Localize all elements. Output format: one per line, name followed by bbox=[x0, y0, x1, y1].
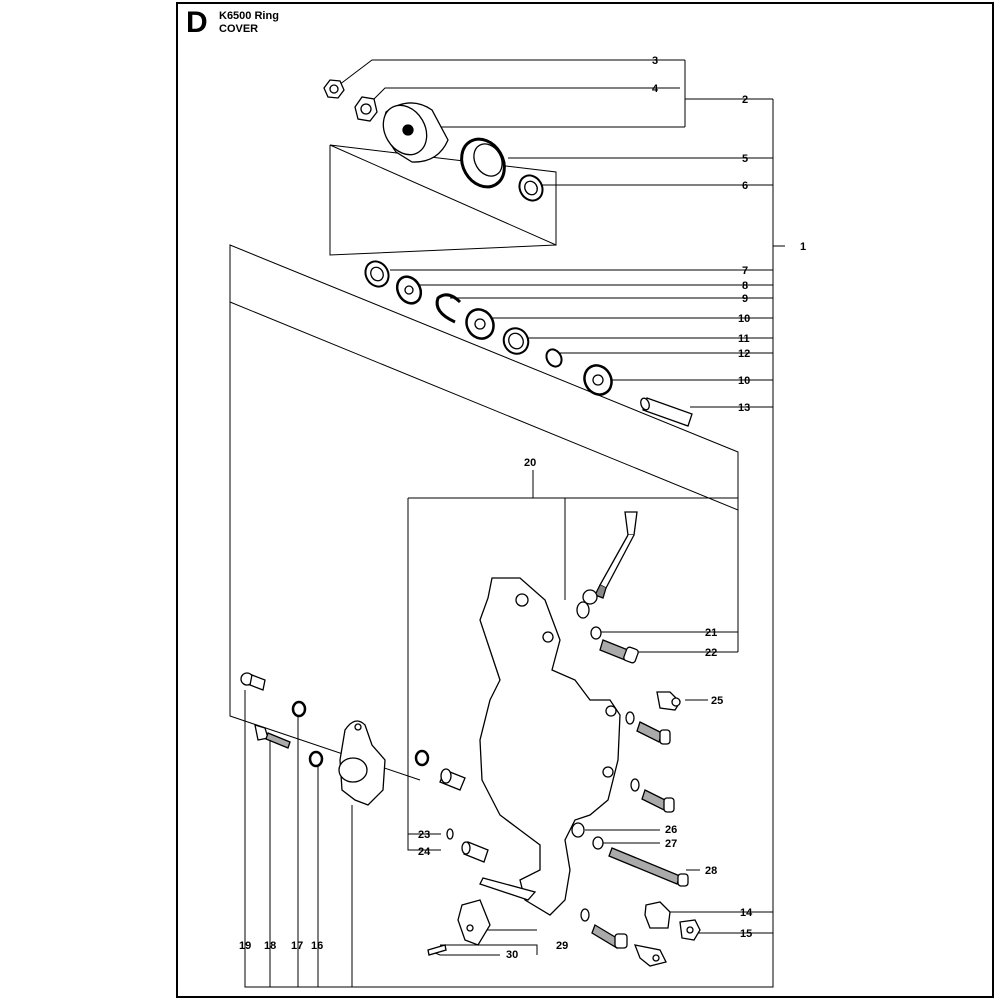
parts bbox=[240, 79, 701, 967]
spacer-part-24 bbox=[461, 841, 489, 863]
nut-part-3 bbox=[323, 79, 345, 99]
washer-part-26 bbox=[571, 822, 585, 838]
ring-part-11 bbox=[502, 327, 530, 355]
long-bolt bbox=[594, 511, 638, 599]
callout-18: 18 bbox=[264, 940, 276, 952]
callout-22: 22 bbox=[705, 647, 717, 659]
pulley-part-2 bbox=[382, 102, 449, 163]
callout-17: 17 bbox=[291, 940, 303, 952]
washer-part-21 bbox=[590, 626, 602, 640]
bearing-part-10-lower bbox=[583, 364, 613, 396]
bearing-part-10-upper bbox=[465, 308, 495, 340]
diagram-title: K6500 Ring COVER bbox=[219, 10, 279, 36]
callout-19: 19 bbox=[239, 940, 251, 952]
callout-24: 24 bbox=[418, 846, 431, 858]
shaft-part-13 bbox=[640, 397, 693, 427]
oring-part-17 bbox=[291, 700, 307, 718]
screw-part-22 bbox=[599, 639, 639, 664]
screw-part-28 bbox=[608, 847, 689, 887]
callout-10b: 10 bbox=[738, 375, 750, 387]
callout-25: 25 bbox=[711, 695, 723, 707]
callout-12: 12 bbox=[738, 348, 750, 360]
callout-1: 1 bbox=[800, 241, 806, 253]
model-name: K6500 Ring bbox=[219, 10, 279, 22]
circlip-part-9 bbox=[435, 293, 462, 324]
oring-part-16 bbox=[308, 750, 324, 768]
pin-part-30 bbox=[427, 944, 447, 956]
callout-2: 2 bbox=[742, 94, 748, 106]
washer-part-27 bbox=[592, 836, 604, 850]
callout-11: 11 bbox=[738, 333, 750, 345]
drawing-frame bbox=[176, 2, 994, 998]
bracket-casting bbox=[338, 720, 386, 806]
bearing-part-5 bbox=[460, 137, 506, 189]
ring-part-7 bbox=[364, 260, 390, 288]
block-part-14 bbox=[644, 901, 671, 929]
seal-part-6 bbox=[518, 174, 544, 202]
callout-9: 9 bbox=[742, 293, 748, 305]
callout-6: 6 bbox=[742, 180, 748, 192]
washer-part-4 bbox=[354, 96, 378, 122]
callout-16: 16 bbox=[311, 940, 323, 952]
callout-27: 27 bbox=[665, 838, 677, 850]
callout-26: 26 bbox=[665, 824, 677, 836]
callout-28: 28 bbox=[705, 865, 717, 877]
washer-upper bbox=[576, 601, 590, 619]
nut-part-25 bbox=[656, 691, 681, 711]
callout-4: 4 bbox=[652, 83, 659, 95]
callout-10a: 10 bbox=[738, 313, 750, 325]
callout-14: 14 bbox=[740, 907, 753, 919]
oring-part-23 bbox=[446, 828, 454, 840]
callout-15: 15 bbox=[740, 928, 752, 940]
callout-5: 5 bbox=[742, 153, 748, 165]
sleeve-upper bbox=[582, 589, 598, 605]
callout-29: 29 bbox=[556, 940, 568, 952]
callout-30: 30 bbox=[506, 949, 518, 961]
section-name: COVER bbox=[219, 23, 259, 35]
bushing bbox=[439, 768, 466, 791]
screw-right-1 bbox=[625, 711, 671, 745]
screw-right-2 bbox=[630, 778, 675, 813]
callout-labels: 3 4 2 5 6 1 7 8 9 10 11 12 10 13 20 21 2… bbox=[239, 55, 806, 961]
section-letter: D bbox=[186, 6, 208, 39]
callout-7: 7 bbox=[742, 265, 748, 277]
knob-part-29 bbox=[457, 899, 491, 946]
callout-8: 8 bbox=[742, 280, 748, 292]
callout-23: 23 bbox=[418, 829, 430, 841]
bolt-part-19 bbox=[240, 672, 266, 691]
callout-20: 20 bbox=[524, 457, 536, 469]
callout-3: 3 bbox=[652, 55, 658, 67]
bearing-part-8 bbox=[395, 275, 423, 305]
screw-part-18 bbox=[254, 724, 291, 749]
callout-21: 21 bbox=[705, 627, 717, 639]
leader-lines bbox=[229, 59, 785, 988]
cover-body-part-20 bbox=[479, 577, 621, 916]
nut-part-15 bbox=[679, 919, 701, 941]
oring-right bbox=[414, 749, 430, 767]
spacer-part-12 bbox=[545, 348, 563, 368]
callout-13: 13 bbox=[738, 402, 750, 414]
screw-lower bbox=[580, 908, 667, 967]
